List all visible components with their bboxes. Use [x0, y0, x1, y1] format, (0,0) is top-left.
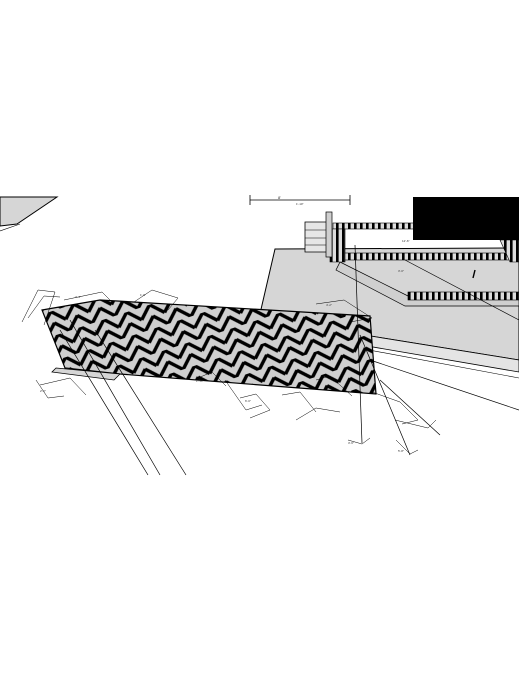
label-4: 1'-6"	[140, 293, 146, 297]
left-slab-fragment	[0, 196, 59, 232]
label-3: 2'-4"	[75, 295, 81, 299]
label-6: 2'-0"	[40, 389, 46, 393]
herringbone-patio	[41, 299, 377, 395]
platform-marker	[472, 269, 476, 279]
label-9: 3'-6"	[348, 441, 354, 445]
entry-steps	[304, 211, 333, 258]
label-8: 6'-0"	[245, 399, 251, 403]
dimension-sub-label: 1'-10"	[296, 202, 304, 206]
label-2: 3'-0"	[398, 269, 404, 273]
label-10: 5'-8"	[398, 449, 404, 453]
stair-railings	[329, 222, 519, 301]
top-dimension-line: 8' 1'-10"	[249, 195, 351, 206]
label-5: 4'-2"	[326, 303, 332, 307]
black-overlay-block	[413, 197, 519, 240]
extension-lines	[59, 244, 519, 476]
label-1: 12'-6"	[402, 239, 410, 243]
dimension-label: 8'	[278, 195, 281, 200]
dimension-annotations	[21, 289, 437, 455]
label-7: 1'-10"	[196, 379, 204, 383]
faint-labels: 12'-6" 3'-0" 2'-4" 1'-6" 4'-2" 2'-0" 1'-…	[40, 239, 410, 453]
